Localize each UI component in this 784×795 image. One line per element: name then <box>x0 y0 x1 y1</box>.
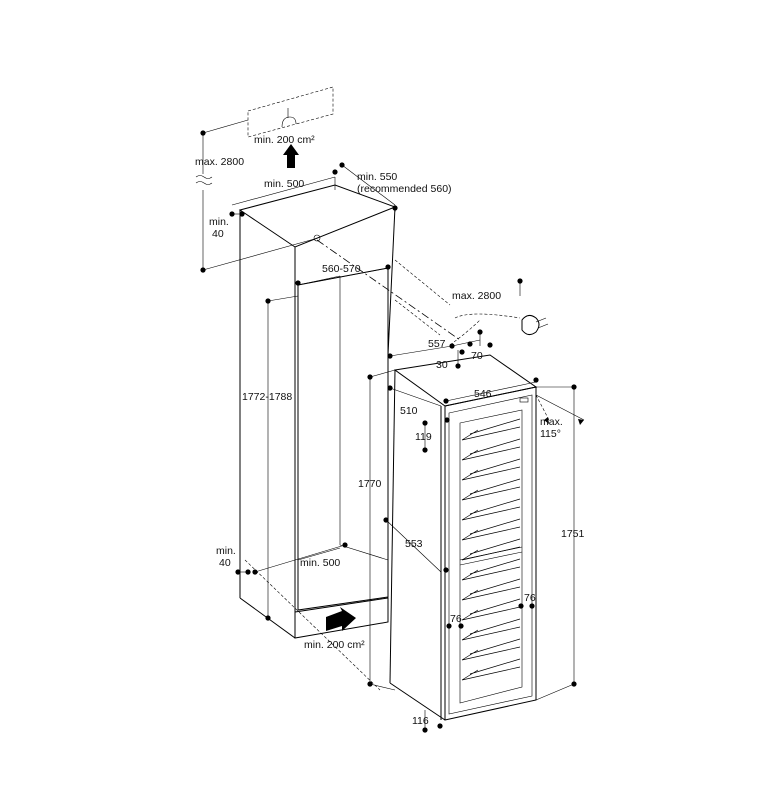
dimension-510 <box>387 385 442 407</box>
label-niche-depth-top: min. 500 <box>264 178 304 190</box>
label-70: 70 <box>471 350 483 362</box>
label-max-height-socket: max. 2800 <box>452 290 501 302</box>
label-niche-width: 560-570 <box>322 263 361 275</box>
label-depth-recommended: (recommended 560) <box>357 183 452 195</box>
label-max-height-top: max. 2800 <box>195 156 244 168</box>
dimension-niche-depth-top <box>229 169 338 217</box>
dimension-niche-height <box>265 295 299 621</box>
wine-shelves <box>461 418 521 681</box>
wine-shelf <box>461 438 521 461</box>
wine-shelf <box>461 458 521 481</box>
label-vent-bottom: min. 200 cm² <box>304 639 365 651</box>
dimension-appliance-niche-height <box>367 369 396 691</box>
wine-shelf <box>461 478 521 501</box>
dimension-116 <box>422 710 443 733</box>
label-557: 557 <box>428 338 446 350</box>
dimension-76 <box>446 603 535 629</box>
label-plinth-top-a: min. <box>209 216 229 228</box>
label-depth-front: min. 550 <box>357 171 397 183</box>
dimension-30-70 <box>451 329 493 369</box>
wine-shelf <box>461 598 521 621</box>
cable-route <box>316 239 521 346</box>
wine-shelf <box>461 658 521 681</box>
vent-arrow-up-icon <box>283 144 299 168</box>
dimension-119 <box>422 417 450 453</box>
dimension-553 <box>383 517 449 573</box>
label-76-left: 76 <box>450 613 462 625</box>
wine-shelf <box>461 418 521 441</box>
label-vent-top: min. 200 cm² <box>254 134 315 146</box>
label-510: 510 <box>400 405 418 417</box>
label-niche-height: 1772-1788 <box>242 391 292 403</box>
wine-shelf <box>461 518 521 541</box>
label-1751: 1751 <box>561 528 585 540</box>
wine-shelf <box>461 538 521 561</box>
power-plug-icon <box>521 314 549 336</box>
label-door-angle-b: 115° <box>540 428 561 440</box>
label-546: 546 <box>474 388 492 400</box>
wine-shelf <box>461 558 521 581</box>
label-119: 119 <box>415 431 432 443</box>
dimension-546 <box>443 377 539 404</box>
wine-shelf <box>461 618 521 641</box>
dimension-1751 <box>535 384 577 701</box>
label-plinth-top-b: 40 <box>212 228 224 240</box>
dimension-plinth-bottom <box>235 559 381 691</box>
label-1770: 1770 <box>358 478 382 490</box>
label-76-right: 76 <box>524 592 536 604</box>
door-angle-indicator <box>535 394 585 425</box>
label-niche-depth-bottom: min. 500 <box>300 557 340 569</box>
label-553: 553 <box>405 538 423 550</box>
label-plinth-bottom-a: min. <box>216 545 236 557</box>
wine-shelf <box>461 498 521 521</box>
dimension-plinth-top <box>232 211 245 217</box>
dimension-depth-front <box>339 162 398 212</box>
dimension-max-height-top <box>195 119 319 273</box>
wine-shelf <box>461 578 521 601</box>
top-vent-grille <box>247 86 334 138</box>
dimension-niche-width <box>295 264 391 286</box>
label-plinth-bottom-b: 40 <box>219 557 231 569</box>
vent-arrow-right-icon <box>326 607 356 631</box>
label-30: 30 <box>436 359 448 371</box>
label-door-angle-a: max. <box>540 416 563 428</box>
dimension-max-height-socket <box>517 278 523 296</box>
label-116: 116 <box>412 715 429 727</box>
dimension-niche-depth-bottom <box>252 542 348 575</box>
wine-shelf <box>461 638 521 661</box>
